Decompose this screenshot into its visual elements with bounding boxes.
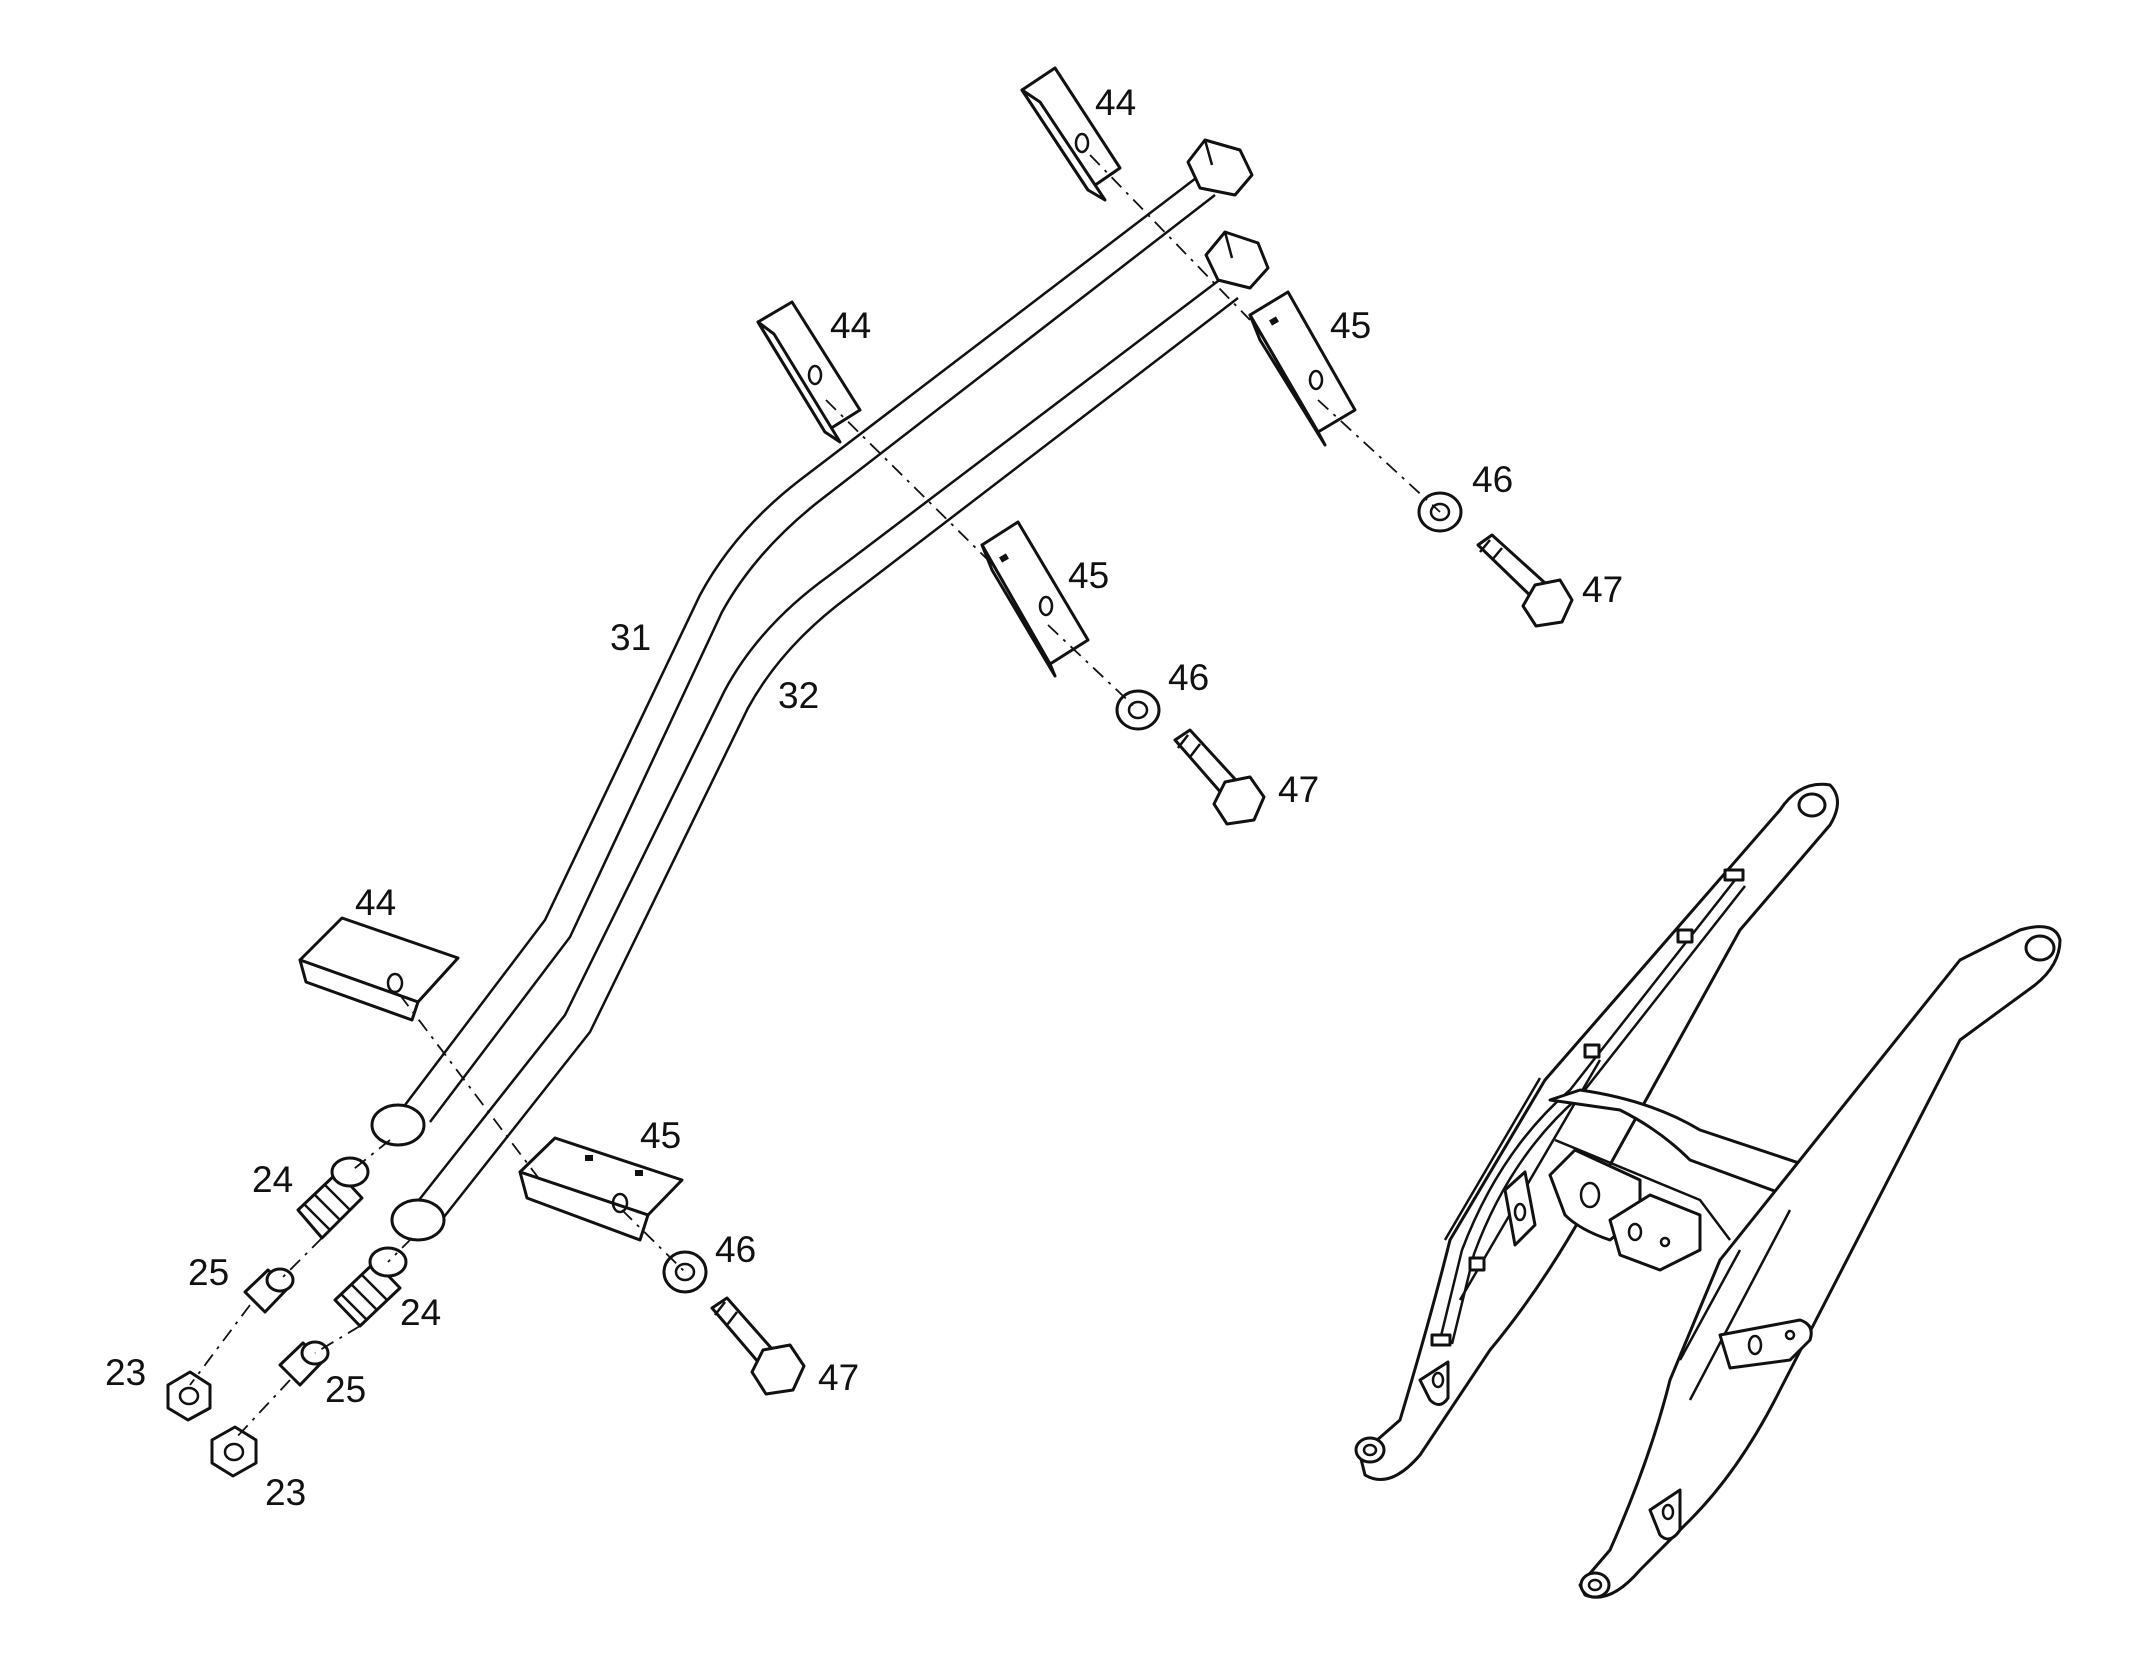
callout-labels: 44 44 44 45 45 45 46 46 46 47 47 47 31 3… xyxy=(105,82,1623,1513)
pipe-32-bottom-nut xyxy=(390,1198,446,1242)
callout-45-bottom: 45 xyxy=(640,1115,681,1156)
fitting-24-upper xyxy=(296,1156,370,1240)
bolt-47-middle xyxy=(1173,728,1266,826)
callout-46-middle: 46 xyxy=(1168,657,1209,698)
callout-47-top: 47 xyxy=(1582,569,1623,610)
callout-46-top: 46 xyxy=(1472,459,1513,500)
clamp-block-45-bottom xyxy=(518,1136,684,1242)
bolt-47-bottom xyxy=(710,1296,806,1396)
pipe-31-hex-end xyxy=(1186,138,1254,197)
callout-45-top: 45 xyxy=(1330,305,1371,346)
callout-46-bottom: 46 xyxy=(715,1229,756,1270)
callout-32: 32 xyxy=(778,675,819,716)
callout-31: 31 xyxy=(610,617,651,658)
nut-23-upper xyxy=(166,1370,212,1422)
callout-24-lower: 24 xyxy=(400,1292,441,1333)
callout-47-middle: 47 xyxy=(1278,769,1319,810)
clamp-block-44-middle xyxy=(756,300,862,444)
clamp-block-45-top xyxy=(1248,290,1357,447)
nut-23-lower xyxy=(210,1425,258,1478)
callout-25-lower: 25 xyxy=(325,1369,366,1410)
callout-25-upper: 25 xyxy=(188,1252,229,1293)
clamp-block-45-middle xyxy=(980,520,1090,678)
clamp-block-44-bottom xyxy=(298,916,460,1022)
loader-boom-assembly xyxy=(1354,782,2062,1599)
pipe-32 xyxy=(414,277,1239,1223)
callout-44-top: 44 xyxy=(1095,82,1136,123)
callout-24-upper: 24 xyxy=(252,1159,293,1200)
washer-46-top xyxy=(1417,491,1463,533)
callout-44-bottom: 44 xyxy=(355,882,396,923)
pipe-32-hex-end xyxy=(1204,230,1270,290)
bolt-47-top xyxy=(1476,533,1574,628)
fitting-25-upper xyxy=(243,1267,295,1314)
assembly-axis-lines xyxy=(189,154,1441,1441)
pipe-31 xyxy=(404,174,1216,1123)
fitting-25-lower xyxy=(278,1340,330,1387)
callout-23-lower: 23 xyxy=(265,1472,306,1513)
callout-44-middle: 44 xyxy=(830,305,871,346)
callout-45-middle: 45 xyxy=(1068,555,1109,596)
fitting-24-lower xyxy=(333,1246,408,1328)
pipe-31-bottom-nut xyxy=(370,1103,426,1147)
washer-46-middle xyxy=(1115,689,1161,731)
callout-47-bottom: 47 xyxy=(818,1357,859,1398)
callout-23-upper: 23 xyxy=(105,1352,146,1393)
